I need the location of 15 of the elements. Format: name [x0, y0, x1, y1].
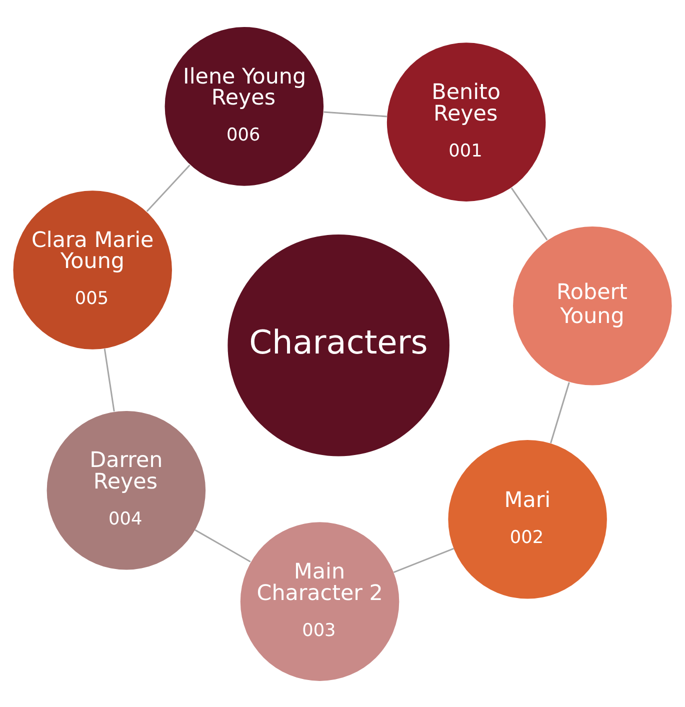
- connector: [104, 348, 115, 412]
- node-circle: Characters: [228, 234, 450, 456]
- node-circle: Robert Young: [513, 226, 672, 385]
- node-circle: Main Character 2 003: [240, 522, 400, 680]
- connector: [146, 164, 190, 212]
- node-circle: Ilene Young Reyes 006: [164, 26, 324, 186]
- node-circle: Mari 002: [448, 440, 607, 598]
- connector: [194, 528, 251, 562]
- connector: [550, 382, 570, 443]
- connector: [393, 547, 454, 573]
- connector: [510, 186, 548, 240]
- node-circle: Clara Marie Young 005: [13, 190, 172, 349]
- node-circle: Darren Reyes 004: [46, 410, 206, 570]
- node-circle: Benito Reyes 001: [386, 42, 546, 201]
- connector: [324, 110, 387, 117]
